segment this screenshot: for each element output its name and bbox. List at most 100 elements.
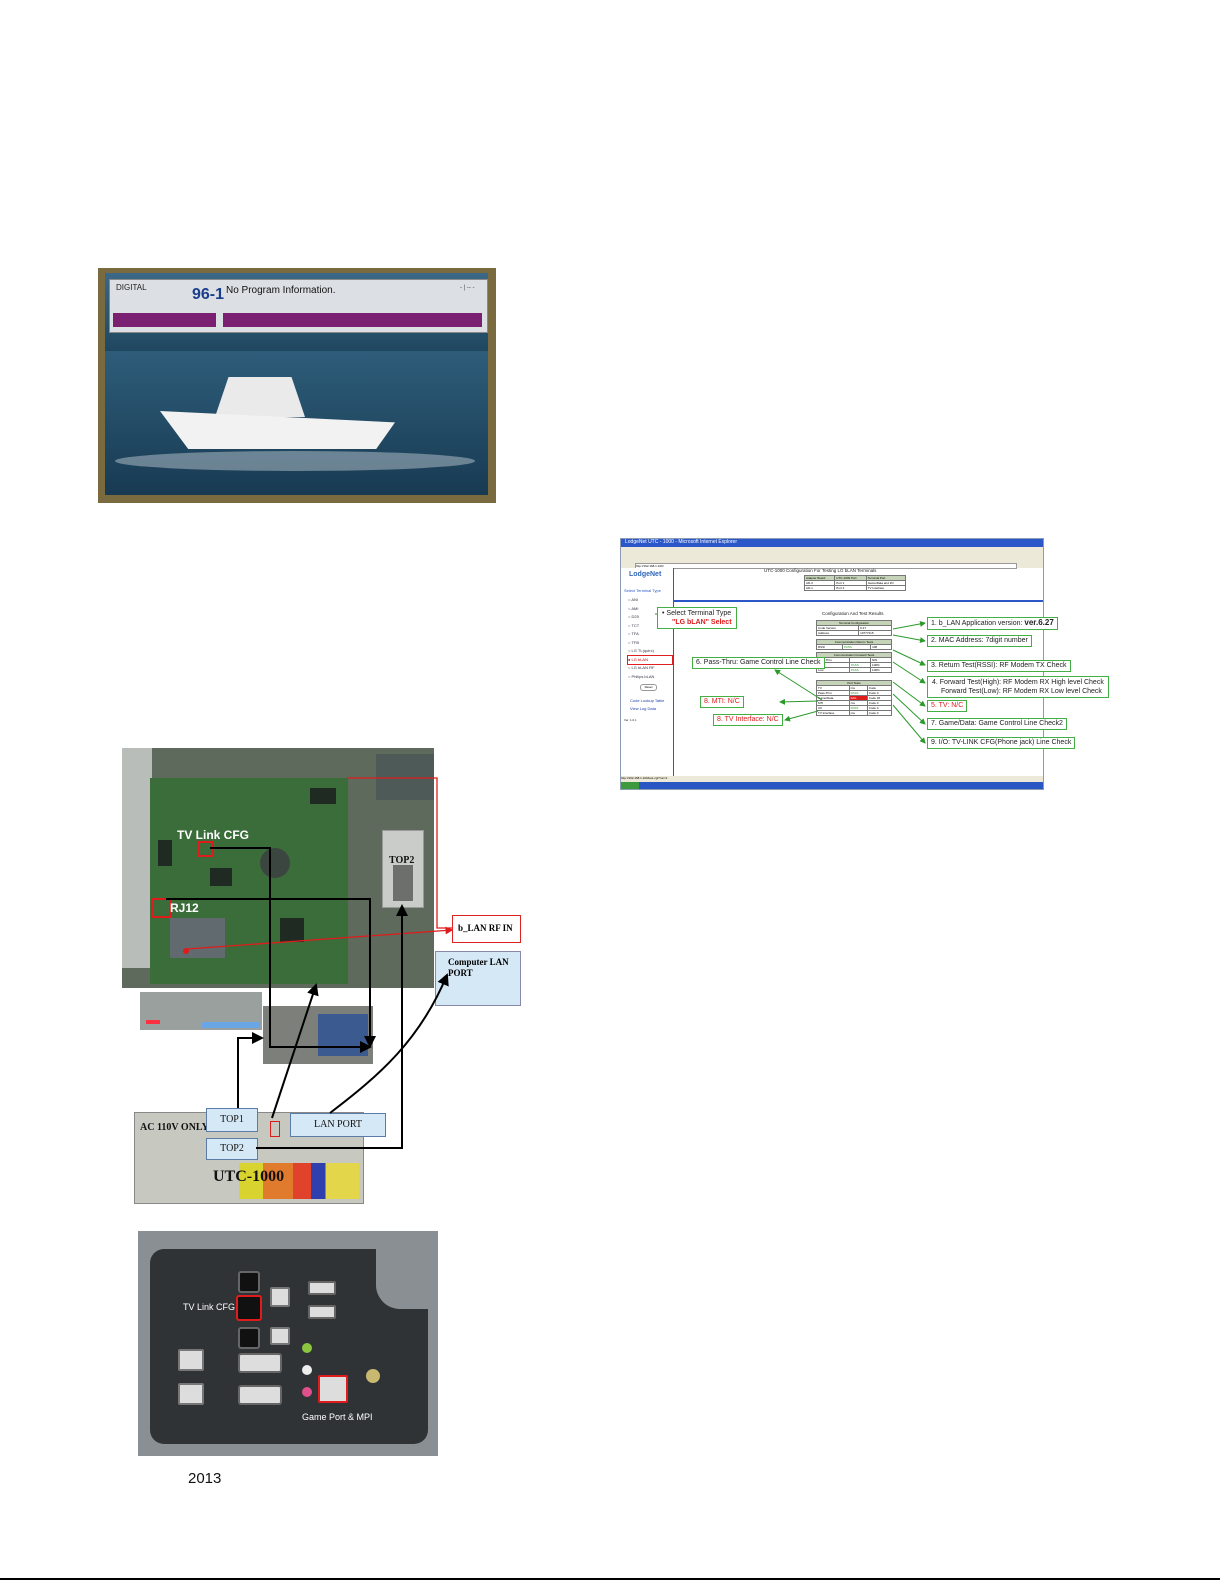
arrow-8-mti <box>779 698 819 705</box>
lan-rf-in-box: b_LAN RF IN <box>452 915 521 943</box>
device-color-label <box>239 1163 359 1199</box>
terminal-radio[interactable]: ○ TFB <box>628 639 640 645</box>
tv-link-cfg-jack <box>236 1295 262 1321</box>
callout-5: 5. TV: N/C <box>927 700 968 712</box>
callout-9: 9. I/O: TV-LINK CFG(Phone jack) Line Che… <box>927 737 1076 749</box>
capacitor <box>260 848 290 878</box>
terminal-radio[interactable]: ○ TCT <box>628 622 640 628</box>
top2-connector-photo: TOP2 <box>382 830 424 908</box>
terminal-radio[interactable]: ○ AMI <box>628 605 639 611</box>
connector-photo <box>376 754 434 800</box>
phone-jack <box>238 1271 260 1293</box>
digital-label: DIGITAL <box>116 283 147 292</box>
phone-jack <box>238 1327 260 1349</box>
cell: PASS <box>848 667 872 673</box>
start-button[interactable] <box>621 782 639 789</box>
cell: 19777215 <box>858 630 892 636</box>
callout-8-mti: 8. MTI: N/C <box>700 696 744 708</box>
boat-cabin <box>215 377 305 417</box>
address-input[interactable]: http://192.168.1.100/ <box>635 563 1017 569</box>
code-lookup-link[interactable]: Code Lookup Table <box>630 698 665 703</box>
arrow-6 <box>774 669 823 701</box>
terminal-radio[interactable]: ○ Philips bLAN <box>628 673 655 679</box>
banner-time: - | -- - <box>460 285 475 291</box>
windows-taskbar <box>621 782 1043 789</box>
db-port <box>393 865 413 901</box>
audio-jack-green <box>302 1343 312 1353</box>
game-port-label: Game Port & MPI <box>302 1412 373 1422</box>
utc-device-label: UTC-1000 <box>213 1168 285 1185</box>
metal-strip <box>122 748 152 968</box>
cell: 100% <box>870 667 892 673</box>
top2-photo-label: TOP2 <box>389 855 415 866</box>
ac-only-label: AC 110V ONLY <box>140 1122 209 1133</box>
lan-port-wire <box>329 973 449 1114</box>
rf-connector <box>366 1369 380 1383</box>
lan-port-box: LAN PORT <box>290 1113 386 1137</box>
table-row: AD-1 Port 2 TV Interface <box>803 585 907 591</box>
lan-jack <box>178 1349 204 1371</box>
cell: Address <box>815 630 860 636</box>
page-heading: UTC-1000 Configuration For Testing LG bL… <box>764 568 877 573</box>
callout-value: ver.6.27 <box>1024 618 1054 627</box>
serial-connector <box>158 840 172 866</box>
top2-box: TOP2 <box>206 1138 258 1160</box>
arrow-7 <box>892 693 926 725</box>
lan-jack <box>178 1383 204 1405</box>
terminal-radio[interactable]: ○ ANI <box>628 597 638 602</box>
tv-screen: DIGITAL 96-1 No Program Information. - |… <box>105 273 488 495</box>
terminal-radio[interactable]: ○ LG TL(quirc) <box>628 648 654 653</box>
channel-banner: DIGITAL 96-1 No Program Information. - |… <box>109 279 488 333</box>
modem-photo <box>263 1006 373 1064</box>
lodgenet-logo: LodgeNet <box>629 571 662 578</box>
callout-2: 2. MAC Address: 7digit number <box>927 635 1032 647</box>
lan-board-pcb <box>150 778 348 984</box>
cell: PASS <box>842 644 872 650</box>
arrow-1 <box>892 620 926 630</box>
callout-3: 3. Return Test(RSSI): RF Modem TX Check <box>927 660 1071 672</box>
callout-select-terminal: • Select Terminal Type "LG bLAN" Select <box>657 607 737 629</box>
terminal-radio[interactable]: ○ D25 <box>628 614 639 619</box>
top-port-highlight <box>270 1121 280 1137</box>
top1-box: TOP1 <box>206 1108 258 1132</box>
window-titlebar: LodgeNet UTC - 1000 - Microsoft Internet… <box>621 539 1043 547</box>
cell: 108 <box>870 644 892 650</box>
computer-lan-port-box: Computer LAN PORT <box>435 951 521 1006</box>
callout-7: 7. Game/Data: Game Control Line Check2 <box>927 718 1067 730</box>
arrow-4 <box>892 661 926 684</box>
rj12-label: RJ12 <box>170 901 199 915</box>
adapter-table: Adapter Board UTC-1000 Port Terminal Por… <box>803 575 907 591</box>
channel-number: 96-1 <box>192 286 225 303</box>
cell: Port 2 <box>834 585 867 591</box>
menu-bar <box>621 547 1043 553</box>
hdmi-port <box>308 1281 336 1295</box>
version-text: Ver. 1.0.1 <box>624 718 637 722</box>
reset-button[interactable]: Reset <box>640 684 657 691</box>
panel-notch <box>376 1231 438 1309</box>
callout-text: Forward Test(Low): RF Modem RX Low level… <box>941 688 1102 695</box>
rf-in-arrow <box>186 926 454 950</box>
banner-bar-left <box>113 313 216 327</box>
address-bar: http://192.168.1.100/ <box>621 562 1043 569</box>
tv-screen-photo: DIGITAL 96-1 No Program Information. - |… <box>98 268 496 503</box>
terminal-radio[interactable]: ○ TFA <box>628 631 639 636</box>
terminal-radio[interactable]: ○ LG bLAN RF <box>628 665 655 670</box>
callout-6: 6. Pass-Thru: Game Control Line Check <box>692 657 825 669</box>
tv-back-panel-photo <box>138 1231 438 1456</box>
footer-rule <box>0 1578 1220 1580</box>
program-info: No Program Information. <box>226 285 336 296</box>
ic-chip <box>310 788 336 804</box>
arrow-3 <box>892 649 926 666</box>
terminal-radio-selected[interactable]: ● LG bLAN <box>627 654 673 665</box>
modem-connector <box>318 1014 368 1056</box>
callout-4: 4. Forward Test(High): RF Modem RX High … <box>927 676 1109 698</box>
status-bar: http://192.168.1.100/test.cgi?run=1 <box>621 776 1043 782</box>
view-log-link[interactable]: View Log Data <box>630 706 656 711</box>
